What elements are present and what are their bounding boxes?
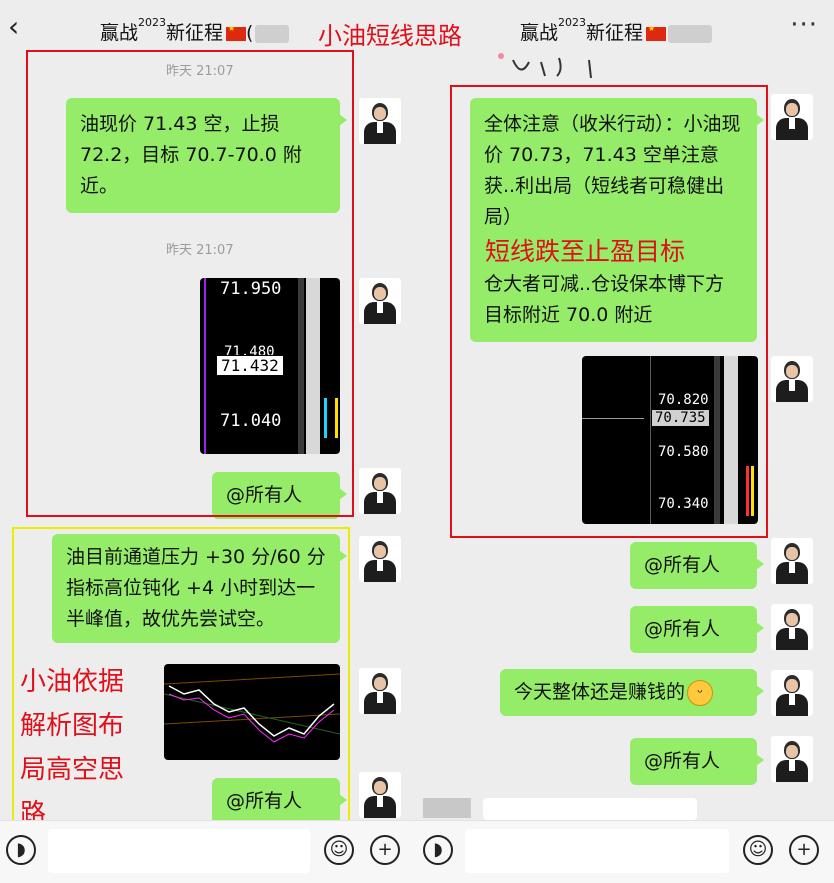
- message-bubble[interactable]: 全体注意（收米行动）：小油现价 70.73，71.43 空单注意获..利出局（短…: [470, 98, 764, 342]
- annotation-line: 小油依据: [20, 667, 125, 697]
- chat-title: 赢战2023新征程 (: [100, 16, 290, 45]
- timestamp: 昨天 21:07: [166, 243, 234, 258]
- top-bar: ‹ 赢战2023新征程 (: [0, 0, 417, 58]
- chart-scroll-strip: [298, 278, 304, 454]
- chat-title-suffix: 新征程: [166, 22, 224, 44]
- avatar[interactable]: [771, 538, 813, 584]
- price-chart-image[interactable]: 70.820 70.735 70.580 70.340: [582, 356, 758, 524]
- chat-title-name: 赢战: [100, 22, 139, 44]
- more-dots-icon[interactable]: ···: [790, 10, 818, 40]
- china-flag-icon: [646, 24, 667, 41]
- chart-price-label: 70.340: [658, 496, 709, 512]
- top-bar: 赢战2023新征程 ···: [417, 0, 834, 58]
- chat-title: 赢战2023新征程: [520, 16, 713, 45]
- message-text: 今天整体还是赚钱的: [514, 681, 686, 703]
- chart-scroll-strip: [724, 356, 738, 524]
- chart-current-price: 71.432: [216, 355, 284, 376]
- chart-price-label: 70.820: [658, 392, 709, 408]
- message-text: 全体注意（收米行动）：小油现价 70.73，71.43 空单注意获..利出局（短…: [484, 113, 741, 228]
- chart-hline: [582, 418, 644, 419]
- voice-icon[interactable]: ◗: [6, 835, 36, 865]
- message-input[interactable]: [48, 829, 310, 873]
- chart-vline: [650, 356, 651, 524]
- grin-emoji-icon: ᵕ: [687, 679, 714, 706]
- avatar[interactable]: [771, 604, 813, 650]
- avatar[interactable]: [359, 668, 401, 714]
- redacted-name: [255, 24, 290, 43]
- avatar[interactable]: [359, 278, 401, 324]
- timestamp: 昨天 21:07: [166, 64, 234, 79]
- chart-candle-marks: [746, 466, 754, 516]
- chart-price-label: 71.040: [220, 411, 282, 431]
- mention-all-bubble[interactable]: @所有人: [630, 738, 764, 785]
- emoji-icon[interactable]: ☺: [324, 835, 354, 865]
- avatar[interactable]: [771, 670, 813, 716]
- mention-all-bubble[interactable]: @所有人: [212, 472, 347, 519]
- avatar[interactable]: [359, 536, 401, 582]
- chart-scroll-strip: [306, 278, 320, 454]
- voice-icon[interactable]: ◗: [423, 835, 453, 865]
- message-bubble[interactable]: 油现价 71.43 空，止损 72.2，目标 70.7-70.0 附近。: [66, 98, 347, 213]
- left-annotation: 小油依据 解析图布 局高空思 路: [20, 660, 160, 836]
- price-chart-image[interactable]: 71.950 71.480 71.432 71.040: [200, 278, 340, 454]
- red-highlight-box: [450, 85, 768, 538]
- trend-chart-image[interactable]: [164, 664, 340, 760]
- avatar[interactable]: [359, 772, 401, 818]
- avatar[interactable]: [771, 356, 813, 402]
- avatar[interactable]: [771, 94, 813, 140]
- mention-all-bubble[interactable]: @所有人: [212, 778, 347, 825]
- chart-price-label: 70.580: [658, 444, 709, 460]
- red-highlight-box: [26, 50, 354, 517]
- chat-title-suffix: 新征程: [586, 22, 644, 44]
- back-arrow-icon[interactable]: ‹: [8, 10, 20, 43]
- avatar[interactable]: [771, 736, 813, 782]
- plus-icon[interactable]: +: [789, 835, 819, 865]
- left-chat-panel: ‹ 赢战2023新征程 ( 昨天 21:07 油现价 71.43 空，止损 72.…: [0, 0, 417, 883]
- message-input[interactable]: [465, 829, 729, 873]
- chart-current-price: 70.735: [652, 410, 709, 426]
- emoji-icon[interactable]: ☺: [743, 835, 773, 865]
- chat-title-name: 赢战: [520, 22, 559, 44]
- message-text: 仓大者可减..仓设保本博下方目标附近 70.0 附近: [484, 273, 725, 326]
- partial-bubble: [483, 798, 697, 820]
- chart-indicator-bar: [204, 278, 206, 454]
- chart-scroll-strip: [714, 356, 720, 524]
- input-bar: ◗ ☺ +: [0, 820, 417, 883]
- avatar[interactable]: [359, 98, 401, 144]
- partial-image: [493, 50, 603, 80]
- chart-candle-marks: [324, 398, 338, 438]
- mention-all-bubble[interactable]: @所有人: [630, 542, 764, 589]
- chat-title-year: 2023: [558, 16, 587, 29]
- annotation-line: 局高空思: [20, 755, 125, 785]
- trend-chart-svg: [164, 673, 340, 743]
- chart-price-label: 71.950: [220, 279, 282, 299]
- plus-icon[interactable]: +: [370, 835, 400, 865]
- china-flag-icon: [226, 24, 247, 41]
- right-annotation: 短线跌至止盈目标: [485, 237, 686, 266]
- partial-avatar: [423, 798, 471, 818]
- input-bar: ◗ ☺ +: [417, 820, 834, 883]
- chat-title-year: 2023: [138, 16, 167, 29]
- mention-all-bubble[interactable]: @所有人: [630, 606, 764, 653]
- annotation-line: 解析图布: [20, 711, 125, 741]
- message-bubble[interactable]: 油目前通道压力 +30 分/60 分指标高位钝化 +4 小时到达一半峰值，故优先…: [52, 534, 347, 643]
- right-chat-panel: 赢战2023新征程 ··· 全体注意（收米行动）：小油现价 70.73，71.4…: [417, 0, 834, 883]
- chat-title-paren: (: [246, 22, 254, 44]
- overlay-title: 小油短线思路: [318, 22, 462, 50]
- redacted-name: [668, 24, 713, 43]
- avatar[interactable]: [359, 468, 401, 514]
